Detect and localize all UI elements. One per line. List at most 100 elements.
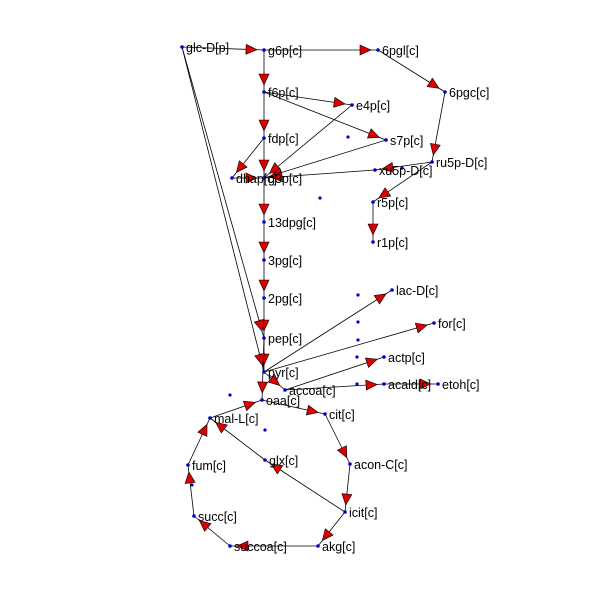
node-label-6pgc: 6pgc[c] (449, 86, 489, 100)
node-label-fdp: fdp[c] (268, 132, 299, 146)
edge-glc-to-pep (181, 46, 265, 339)
junction-dot (400, 166, 404, 170)
junction-dot (356, 320, 360, 324)
node-label-acon: acon-C[c] (354, 458, 408, 472)
node-label-g6p: g6p[c] (268, 44, 302, 58)
node-label-etoh: etoh[c] (442, 378, 480, 392)
node-label-cit: cit[c] (329, 408, 355, 422)
node-dot-pyr (262, 370, 266, 374)
arrowhead-pyr-to-accoa (267, 373, 281, 386)
node-label-accoa: accoa[c] (289, 384, 336, 398)
arrowhead-mal-to-oaa (242, 400, 257, 412)
node-dot-mal (208, 416, 212, 420)
node-dot-dhap (230, 176, 234, 180)
arrowhead-fdp-to-dhap (235, 160, 248, 174)
arrowhead-accoa-to-acald (365, 379, 378, 391)
node-dot-succoa (228, 544, 232, 548)
edge-s7p-to-g3p (263, 139, 387, 179)
junction-dot (355, 355, 359, 359)
node-dot-acald (382, 382, 386, 386)
node-dot-s7p (384, 138, 388, 142)
edge-f6p-to-s7p (263, 91, 387, 141)
arrowhead-fdp-to-g3p (258, 159, 270, 172)
arrowhead-6pgc-to-ru5p (429, 143, 441, 156)
junction-dot (356, 293, 360, 297)
arrowhead-g3p-to-13dpg (258, 203, 270, 216)
arrowhead-pyr-to-for (414, 322, 428, 334)
node-label-f6p: f6p[c] (268, 86, 299, 100)
junction-dot (190, 483, 194, 487)
arrowhead-3pg-to-2pg (258, 279, 270, 292)
labels-layer: glc-D[p]g6p[c]6pgl[c]6pgc[c]f6p[c]e4p[c]… (186, 41, 489, 554)
arrowhead-ru5p-to-r5p (378, 187, 392, 199)
node-dot-fdp (262, 136, 266, 140)
arrowhead-ru5p-to-xu5p (381, 162, 394, 173)
arrowhead-accoa-to-actp (364, 357, 379, 368)
arrowhead-g6p-to-f6p (258, 73, 270, 86)
edge-glc-to-pyr (181, 46, 265, 373)
arrowhead-6pgl-to-6pgc (426, 77, 440, 89)
junction-dot (346, 135, 350, 139)
node-label-g3p: g3p[c] (268, 172, 302, 186)
node-dot-xu5p (373, 168, 377, 172)
node-label-13dpg: 13dpg[c] (268, 216, 316, 230)
arrowhead-f6p-to-fdp (258, 119, 270, 132)
node-dot-oaa (260, 398, 264, 402)
node-dot-glx (263, 458, 267, 462)
arrowhead-fum-to-mal (197, 423, 208, 437)
node-dot-ru5p (430, 160, 434, 164)
node-label-r1p: r1p[c] (377, 236, 408, 250)
arrowhead-pyr-to-lac (373, 293, 387, 305)
arrowhead-cit-to-acon (336, 445, 348, 459)
arrowhead-icit-to-akg (321, 528, 334, 542)
node-dot-e4p (350, 103, 354, 107)
node-dot-acon (348, 462, 352, 466)
node-dot-3pg (262, 258, 266, 262)
node-label-2pg: 2pg[c] (268, 292, 302, 306)
node-dot-g3p (262, 176, 266, 180)
node-dot-lac (390, 288, 394, 292)
arrowhead-dhap-to-g3p (245, 172, 258, 184)
arrowhead-icit-to-glx (270, 463, 284, 475)
arrowhead-xu5p-to-g3p (270, 171, 283, 183)
node-dot-6pgl (376, 48, 380, 52)
node-label-oaa: oaa[c] (266, 394, 300, 408)
node-dot-succ (192, 514, 196, 518)
node-dots-layer (180, 45, 447, 548)
node-label-6pgl: 6pgl[c] (382, 44, 419, 58)
arrowhead-f6p-to-s7p (366, 128, 381, 139)
arrowhead-glc-to-pep (253, 318, 265, 332)
node-label-icit: icit[c] (349, 506, 377, 520)
node-dot-accoa (283, 388, 287, 392)
arrowhead-pep-to-oaa (257, 381, 269, 394)
node-dot-r5p (371, 200, 375, 204)
node-dot-for (432, 321, 436, 325)
arrowhead-r5p-to-r1p (367, 223, 379, 236)
junction-dot (318, 196, 322, 200)
node-label-actp: actp[c] (388, 351, 425, 365)
arrowhead-acon-to-icit (341, 493, 353, 506)
arrowhead-f6p-to-e4p (333, 96, 346, 108)
node-label-pep: pep[c] (268, 332, 302, 346)
arrowhead-akg-to-succoa (236, 540, 249, 552)
node-label-for: for[c] (438, 317, 466, 331)
node-label-r5p: r5p[c] (377, 196, 408, 210)
node-dot-actp (382, 355, 386, 359)
edge-pyr-to-lac (263, 289, 393, 373)
node-label-succoa: succoa[c] (234, 540, 287, 554)
junction-dot (263, 428, 267, 432)
edge-pyr-to-for (263, 322, 435, 373)
node-label-pyr: pyr[c] (268, 366, 299, 380)
node-dot-etoh (436, 382, 440, 386)
node-dot-13dpg (262, 220, 266, 224)
node-label-mal: mal-L[c] (214, 412, 258, 426)
arrowhead-succoa-to-succ (198, 520, 212, 532)
node-label-glx: glx[c] (269, 454, 298, 468)
junction-dot (356, 338, 360, 342)
node-dot-glc (180, 45, 184, 49)
arrows-layer (184, 43, 441, 552)
node-label-acald: acald[c] (388, 378, 431, 392)
node-dot-f6p (262, 90, 266, 94)
node-label-lac: lac-D[c] (396, 284, 438, 298)
